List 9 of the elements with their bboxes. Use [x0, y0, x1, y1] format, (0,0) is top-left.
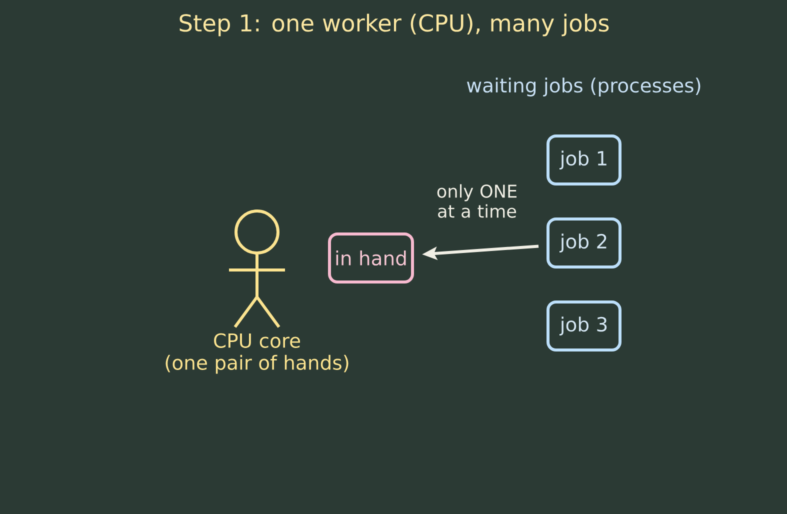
- stick-figure: [228, 210, 286, 328]
- job-box: job 3: [546, 300, 622, 352]
- held-job-box: in hand: [328, 232, 414, 284]
- group-heading: waiting jobs (processes): [466, 78, 700, 96]
- node-label: CPU core (one pair of hands): [166, 333, 348, 374]
- edge-label: only ONE at a time: [429, 182, 525, 220]
- title: Step 1: one worker (CPU), many jobs: [180, 14, 609, 36]
- job-box: job 1: [546, 134, 622, 186]
- job-box: job 2: [546, 218, 622, 268]
